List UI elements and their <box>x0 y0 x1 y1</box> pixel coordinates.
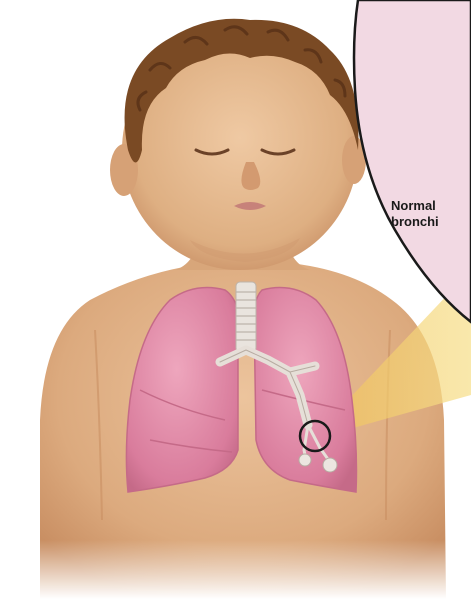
callout-label-line1: Normal <box>391 198 436 213</box>
alveoli-cluster-left <box>299 454 311 466</box>
callout-label: Normal bronchi <box>391 198 439 230</box>
callout-label-line2: bronchi <box>391 214 439 229</box>
alveoli-cluster-right <box>323 458 337 472</box>
callout-bubble <box>354 0 471 322</box>
trachea <box>236 282 256 352</box>
bottom-fade <box>0 540 471 599</box>
